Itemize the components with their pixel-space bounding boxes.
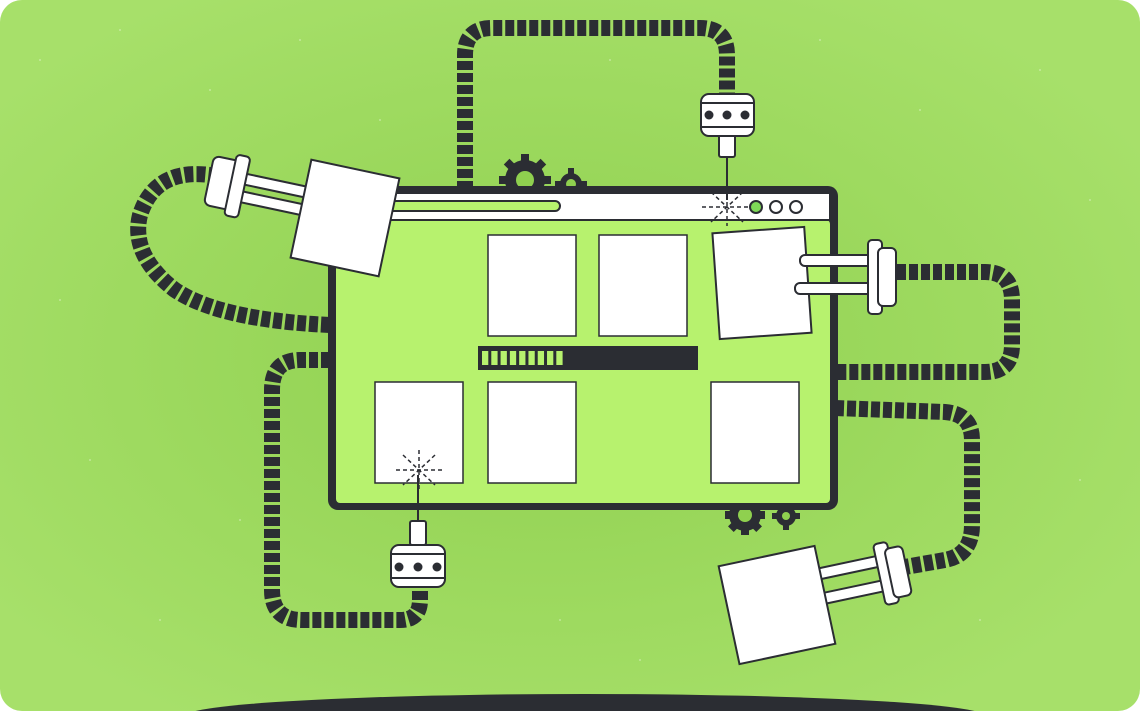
ground-shadow xyxy=(185,694,985,711)
cable-right-bottom xyxy=(834,400,980,575)
cable-left-top xyxy=(130,166,331,333)
progress-segment xyxy=(547,351,554,365)
window-dot-green xyxy=(749,200,763,214)
progress-segment xyxy=(556,351,563,365)
card xyxy=(598,234,688,337)
robot-gripper-left xyxy=(203,154,401,278)
robot-gripper-bottom-right xyxy=(717,541,913,666)
cable-left-bottom xyxy=(264,352,428,628)
gear-icon xyxy=(772,502,800,530)
address-bar xyxy=(379,200,561,212)
card xyxy=(487,234,577,337)
robot-arm-top xyxy=(700,93,755,200)
window-dot xyxy=(769,200,783,214)
robot-arm-bottom xyxy=(390,475,446,588)
card xyxy=(710,381,800,484)
progress-segments xyxy=(482,351,563,365)
speckle-texture xyxy=(39,29,1091,661)
progress-segment xyxy=(500,351,507,365)
progress-segment xyxy=(537,351,545,365)
cable-top xyxy=(457,20,735,190)
sparkle-icon xyxy=(702,188,748,226)
progress-segment xyxy=(482,351,489,365)
progress-segment xyxy=(509,351,517,365)
cable-right-mid xyxy=(835,264,1020,380)
progress-segment xyxy=(519,351,526,365)
content-cards xyxy=(374,234,800,484)
window-dot xyxy=(789,200,803,214)
progress-segment xyxy=(528,351,535,365)
robot-gripper-right xyxy=(711,225,897,341)
sparkle-icon xyxy=(396,450,442,490)
progress-segment xyxy=(491,351,498,365)
card xyxy=(487,381,577,484)
cables xyxy=(130,20,1020,628)
progress-bar xyxy=(478,346,698,370)
